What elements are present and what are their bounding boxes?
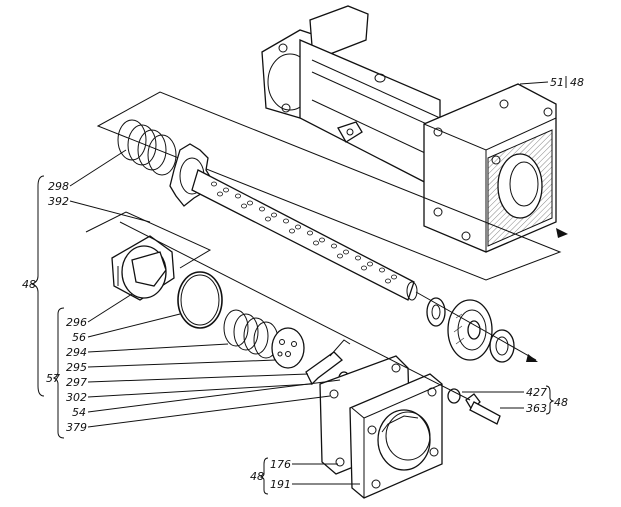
seal-ring bbox=[489, 329, 515, 363]
cover-191 bbox=[349, 373, 443, 499]
lever-tab bbox=[329, 339, 351, 357]
housing-part bbox=[261, 5, 557, 253]
label-392: 392 bbox=[48, 195, 69, 208]
leader-51 bbox=[519, 81, 549, 85]
washer-427 bbox=[447, 388, 461, 404]
label-176: 176 bbox=[270, 458, 291, 471]
disc-295 bbox=[271, 327, 305, 369]
axis-line-mid bbox=[119, 221, 471, 401]
label-51: 51 bbox=[550, 76, 564, 89]
label-294: 294 bbox=[66, 346, 87, 359]
left-label-block: 48 298 392 57 296 56 294 295 297 302 54 … bbox=[22, 149, 341, 439]
label-427: 427 bbox=[526, 386, 547, 399]
bottom-label-block: 48 176 191 bbox=[250, 457, 360, 495]
label-191: 191 bbox=[270, 478, 291, 491]
label-56: 56 bbox=[72, 331, 86, 344]
bolt-363 bbox=[465, 393, 501, 425]
ball-bearing bbox=[447, 299, 493, 361]
shaft-perforations bbox=[211, 181, 397, 284]
label-295: 295 bbox=[66, 361, 87, 374]
spring-294 bbox=[223, 309, 279, 359]
washer-shaft-end bbox=[426, 297, 446, 327]
label-54: 54 bbox=[72, 406, 86, 419]
right-label-block: 427 363 48 bbox=[462, 385, 568, 415]
seal-ring-inner bbox=[495, 336, 509, 356]
label-left-group: 48 bbox=[22, 278, 36, 291]
label-302: 302 bbox=[66, 391, 87, 404]
label-379: 379 bbox=[66, 421, 87, 434]
label-right-group: 48 bbox=[554, 396, 568, 409]
o-ring-56 bbox=[177, 271, 223, 329]
lever-297 bbox=[305, 351, 343, 386]
label-297: 297 bbox=[66, 376, 87, 389]
bearing-cup-296 bbox=[111, 235, 175, 301]
spring-298 bbox=[117, 119, 177, 176]
o-ring-56-inner bbox=[180, 274, 220, 326]
label-363: 363 bbox=[526, 402, 547, 415]
frame-arrow bbox=[556, 228, 568, 238]
axis-arrow-right bbox=[526, 354, 538, 362]
bracket-frame-left bbox=[85, 211, 212, 269]
washer-shaft-end-hole bbox=[431, 304, 441, 320]
label-57: 57 bbox=[46, 372, 60, 385]
label-298: 298 bbox=[48, 180, 69, 193]
label-296: 296 bbox=[66, 316, 87, 329]
assembly-frame bbox=[96, 91, 562, 281]
label-bottom-group: 48 bbox=[250, 470, 264, 483]
sprocket-shaft bbox=[169, 143, 418, 301]
axis-line-right bbox=[415, 291, 537, 361]
label-51-group: 48 bbox=[570, 76, 584, 89]
